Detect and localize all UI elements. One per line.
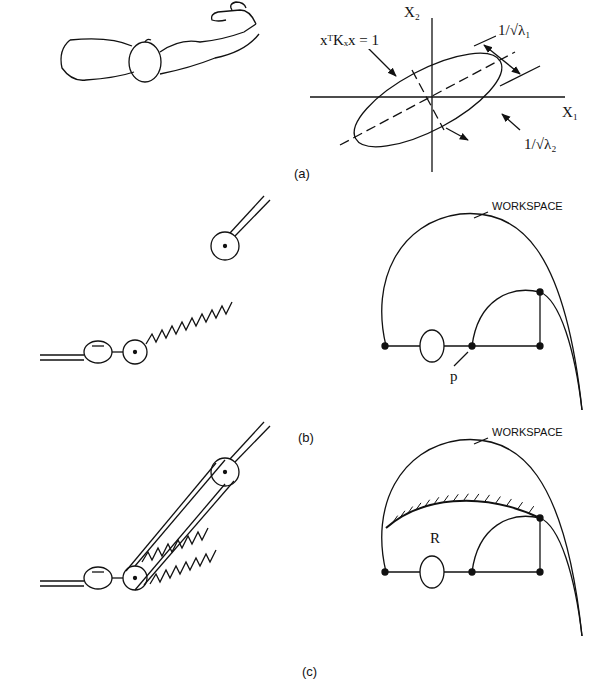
- spring-arm: [40, 196, 270, 364]
- parallel-spring-arm: [40, 422, 270, 590]
- human-arm: [61, 2, 259, 82]
- panel-label: (b): [296, 430, 316, 445]
- panel-label: (c): [300, 664, 319, 679]
- workspace-c: [382, 438, 582, 636]
- region-label: R: [428, 530, 442, 547]
- axis-label: X₂: [402, 4, 422, 21]
- point-label: p: [448, 368, 460, 385]
- stiffness-ellipse-plot: [310, 18, 565, 172]
- axis-label: X₁: [560, 104, 580, 121]
- workspace-b: [382, 212, 582, 410]
- panel-label: (a): [292, 166, 312, 181]
- region-label: WORKSPACE: [490, 200, 565, 213]
- ellipse-equation: xᵀKₓx = 1: [318, 32, 381, 49]
- dimension-label: 1/√λ₁: [496, 22, 532, 39]
- dimension-label: 1/√λ₂: [522, 136, 558, 153]
- region-label: WORKSPACE: [490, 426, 565, 439]
